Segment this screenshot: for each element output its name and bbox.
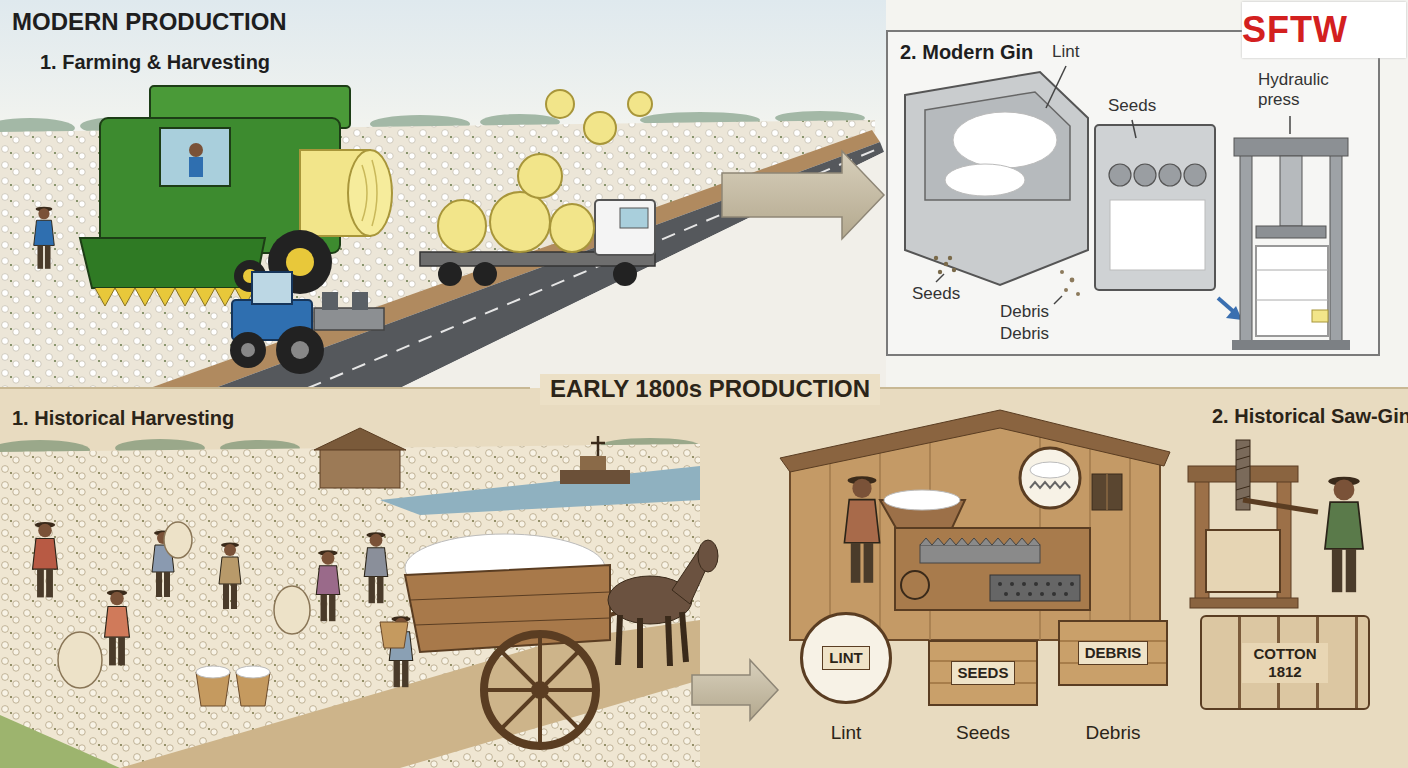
screw-press bbox=[1188, 440, 1363, 608]
logo-watermark-anchor: SFTW bbox=[1242, 2, 1406, 58]
farming-panel: 1. Farming & Harvesting bbox=[0, 40, 720, 370]
flow-arrow bbox=[722, 151, 884, 239]
section-heading: EARLY 1800s PRODUCTION bbox=[540, 374, 880, 405]
part-label-anchor: Debris bbox=[1000, 302, 1049, 322]
tractor bbox=[230, 272, 384, 374]
section-heading: MODERN PRODUCTION bbox=[12, 8, 287, 37]
lint-callout: LINT bbox=[800, 612, 892, 704]
historical-section: EARLY 1800s PRODUCTION 1. Historical Harv… bbox=[0, 370, 1408, 768]
loose-bales bbox=[546, 90, 652, 144]
part-label: Seeds bbox=[1108, 96, 1156, 116]
debris-crate: DEBRIS bbox=[1058, 620, 1168, 686]
saw-gin-panel: 2. Historical Saw-GinLINTSEEDSDEBRISCOTT… bbox=[780, 398, 1400, 768]
modern-gin-machines bbox=[886, 30, 1380, 356]
crate-label: SEEDS bbox=[951, 661, 1016, 685]
bin-caption-anchor: Seeds bbox=[956, 722, 1010, 745]
part-label-anchor: Hydraulic press bbox=[1258, 70, 1358, 111]
bin-label: LINT bbox=[822, 646, 869, 670]
cotton-pickers bbox=[33, 522, 413, 706]
cotton-harvester bbox=[80, 86, 392, 306]
truck bbox=[420, 154, 655, 286]
part-label: Hydraulic press bbox=[1258, 70, 1358, 111]
part-label-anchor: Debris bbox=[1000, 324, 1049, 344]
part-label-anchor: Seeds bbox=[1108, 96, 1156, 116]
part-label: Lint bbox=[1052, 42, 1079, 62]
panel-heading: 2. Historical Saw-Gin bbox=[1212, 404, 1408, 428]
saw-gin-shed bbox=[780, 410, 1170, 640]
modern-scene bbox=[0, 0, 1408, 388]
panel-heading: 1. Historical Harvesting bbox=[12, 406, 234, 430]
bin-caption: Lint bbox=[831, 722, 862, 745]
part-label: Seeds bbox=[912, 284, 960, 304]
seeds-crate: SEEDS bbox=[928, 640, 1038, 706]
panel-heading: 1. Farming & Harvesting bbox=[40, 50, 270, 74]
part-label: Debris bbox=[1000, 302, 1049, 322]
part-label-anchor: Seeds bbox=[912, 284, 960, 304]
logo-watermark: SFTW bbox=[1242, 8, 1406, 51]
modern-section: MODERN PRODUCTION 1. Farming & Harvesting… bbox=[0, 0, 1408, 370]
cotton-bale: COTTON 1812 bbox=[1200, 615, 1370, 710]
bin-caption: Seeds bbox=[956, 722, 1010, 745]
part-label-anchor: Lint bbox=[1052, 42, 1079, 62]
historical-scene bbox=[0, 388, 1408, 768]
bin-caption-anchor: Lint bbox=[831, 722, 862, 745]
flow-arrow bbox=[692, 660, 778, 720]
part-label: Debris bbox=[1000, 324, 1049, 344]
panel-heading: 2. Modern Gin bbox=[900, 40, 1033, 64]
bale-stencil: COTTON 1812 bbox=[1242, 643, 1328, 683]
mule-cart bbox=[405, 534, 718, 746]
crate-label: DEBRIS bbox=[1078, 641, 1149, 665]
bin-caption: Debris bbox=[1086, 722, 1141, 745]
bin-caption-anchor: Debris bbox=[1086, 722, 1141, 745]
historical-harvest-panel: 1. Historical Harvesting bbox=[0, 404, 690, 768]
